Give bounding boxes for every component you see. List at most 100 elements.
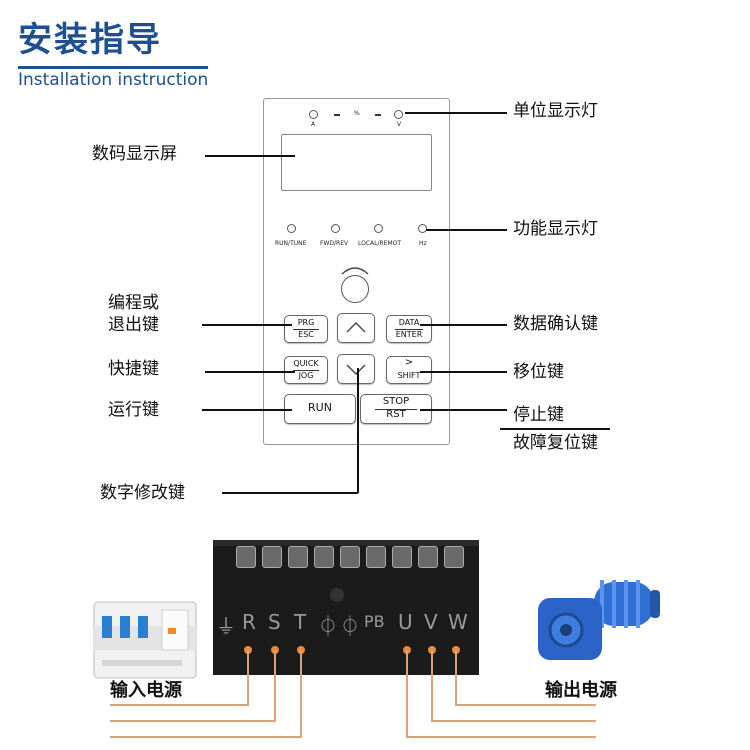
- terminal-label-u: U: [398, 610, 413, 634]
- wire-s-v: [274, 650, 276, 722]
- fault-reset-label: 故障复位键: [513, 433, 598, 453]
- wire-v-h: [431, 720, 596, 722]
- terminal-label-ground: ⏚: [216, 614, 236, 638]
- shift-button[interactable]: > SHIFT: [386, 356, 432, 384]
- led-v-label: V: [397, 121, 402, 128]
- knob-arc-icon: [341, 267, 369, 275]
- wire-u-v: [406, 650, 408, 738]
- run-label: RUN: [308, 401, 332, 414]
- data-label: DATA: [398, 318, 420, 327]
- digital-display: [281, 134, 432, 191]
- wire-w-h: [455, 704, 596, 706]
- digit-modify-label: 数字修改键: [100, 483, 185, 503]
- quick-jog-button[interactable]: QUICK JOG: [284, 356, 328, 384]
- data-confirm-label: 数据确认键: [513, 314, 598, 334]
- led-fwd-label: FWD/REV: [320, 240, 349, 247]
- led-local-label: LOCAL/REMOT: [358, 240, 402, 247]
- unit-led-leader: [405, 112, 507, 114]
- function-led-label: 功能显示灯: [513, 219, 598, 239]
- terminal-screw-icon: [418, 546, 438, 568]
- unit-led-label: 单位显示灯: [513, 101, 598, 121]
- motor-icon: [538, 580, 660, 660]
- up-arrow-icon: [346, 322, 366, 333]
- led-v-icon: [394, 110, 403, 119]
- terminal-screw-icon: [366, 546, 386, 568]
- run-key-label: 运行键: [108, 400, 159, 420]
- rst-label: RST: [386, 409, 406, 420]
- prg-label: PRG: [297, 318, 315, 327]
- terminal-screw-icon: [392, 546, 412, 568]
- terminal-screw-icon: [236, 546, 256, 568]
- terminal-label-t: T: [294, 610, 307, 634]
- shift-key-label: 移位键: [513, 362, 564, 382]
- shift-key-leader: [420, 371, 507, 373]
- stop-label: STOP: [382, 396, 410, 407]
- led-hz-icon: [418, 224, 427, 233]
- terminal-label-p1: ⏀: [318, 614, 338, 638]
- wire-u-h: [406, 736, 596, 738]
- up-button[interactable]: [337, 313, 375, 343]
- page-subtitle: Installation instruction: [18, 70, 209, 90]
- esc-label: ESC: [298, 330, 314, 339]
- data-enter-button[interactable]: DATA ENTER: [386, 315, 432, 343]
- quick-label: QUICK: [293, 359, 319, 368]
- wire-w-v: [455, 650, 457, 705]
- terminal-hole-icon: [330, 588, 344, 602]
- title-underline: [18, 66, 208, 69]
- shortcut-leader: [205, 371, 295, 373]
- terminal-label-p2: ⏀: [340, 614, 360, 638]
- terminal-label-r: R: [242, 610, 256, 634]
- digital-display-leader: [205, 155, 295, 157]
- program-exit-leader: [202, 324, 292, 326]
- data-confirm-leader: [420, 324, 507, 326]
- input-power-label: 输入电源: [110, 680, 182, 701]
- terminal-screw-icon: [262, 546, 282, 568]
- shift-label: SHIFT: [397, 371, 421, 380]
- output-power-label: 输出电源: [545, 680, 617, 701]
- digit-modify-leader-v: [357, 368, 359, 493]
- jog-label: JOG: [298, 371, 314, 380]
- terminal-label-pb: PB: [364, 612, 385, 631]
- led-run-icon: [287, 224, 296, 233]
- breaker-icon: [93, 601, 197, 679]
- led-a-icon: [309, 110, 318, 119]
- terminal-screw-icon: [314, 546, 334, 568]
- terminal-label-v: V: [424, 610, 438, 634]
- down-button[interactable]: [337, 354, 375, 384]
- run-key-leader: [202, 409, 292, 411]
- terminal-screw-icon: [444, 546, 464, 568]
- terminal-top-edge: [213, 540, 479, 546]
- terminal-label-s: S: [268, 610, 281, 634]
- shift-arrow-label: >: [404, 357, 414, 368]
- key-divider: [293, 370, 319, 371]
- key-divider: [293, 329, 319, 330]
- function-led-leader: [426, 229, 507, 231]
- led-fwd-icon: [331, 224, 340, 233]
- led-dash-right: [375, 114, 381, 116]
- enter-label: ENTER: [395, 330, 423, 339]
- page-title: 安装指导: [18, 20, 162, 60]
- led-hz-label: Hz: [419, 240, 427, 247]
- wire-r-h: [110, 704, 249, 706]
- prg-esc-button[interactable]: PRG ESC: [284, 315, 328, 343]
- digit-modify-leader-h: [222, 492, 358, 494]
- shortcut-label: 快捷键: [108, 359, 159, 379]
- knob-icon[interactable]: [341, 275, 369, 303]
- stop-key-leader: [420, 409, 507, 411]
- wire-r-v: [247, 650, 249, 705]
- led-local-icon: [374, 224, 383, 233]
- wire-t-v: [300, 650, 302, 738]
- key-divider: [375, 409, 417, 410]
- led-a-label: A: [311, 121, 316, 128]
- wire-s-h: [110, 720, 276, 722]
- terminal-screw-icon: [340, 546, 360, 568]
- wire-t-h: [110, 736, 302, 738]
- led-percent-label: %: [354, 110, 360, 117]
- led-dash-left: [334, 114, 340, 116]
- digital-display-label: 数码显示屏: [92, 144, 177, 164]
- down-arrow-icon: [346, 364, 366, 375]
- stop-label-underline: [500, 428, 610, 430]
- stop-key-label: 停止键: [513, 405, 564, 425]
- key-divider: [395, 329, 423, 330]
- run-button[interactable]: RUN: [284, 394, 356, 424]
